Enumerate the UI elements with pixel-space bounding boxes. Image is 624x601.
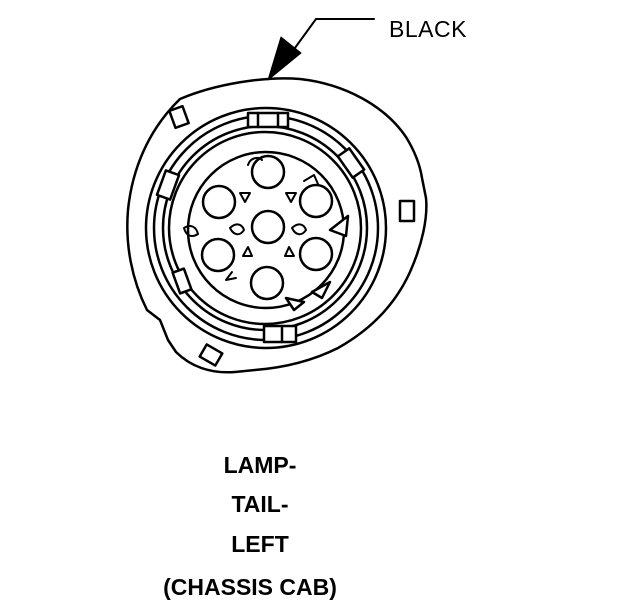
contact-cavity-center [250,209,286,245]
insert-key-right-lower [310,280,332,300]
contact-cavity-upper-right [298,183,334,219]
insert-face [186,150,346,310]
color-callout-label: BLACK [389,16,467,42]
contact-separators [229,192,307,257]
contact-cavity-lower-right [298,236,334,272]
ring-key-bottom [262,324,298,344]
housing-tab-top-left [168,104,190,130]
insert-key-bottom [284,296,306,312]
ring-latch-left [155,169,181,201]
locking-ring-inner [167,130,363,326]
caption-line-tail: TAIL- [231,491,289,517]
contact-cavity-upper-left [201,184,237,220]
ring-key-top [246,111,290,129]
ring-latch-bottom-left [171,267,193,295]
connector-housing [126,77,428,374]
ring-latch-top-right [336,147,366,179]
cavity-notches [183,156,319,281]
contact-cavities [200,154,334,301]
housing-tab-right [398,199,416,223]
contact-cavity-lower-left [200,237,236,273]
caption-line-left: LEFT [231,531,289,557]
housing-tab-bottom-left [198,343,224,367]
callout-leader [267,18,375,81]
contact-cavity-top [250,154,286,190]
caption-line-lamp: LAMP- [223,452,297,478]
caption-line-chassis-cab: (CHASSIS CAB) [163,574,337,600]
insert-key-right-upper [328,214,350,238]
contact-cavity-bottom [249,265,285,301]
coupling-ring-outer [144,106,388,350]
